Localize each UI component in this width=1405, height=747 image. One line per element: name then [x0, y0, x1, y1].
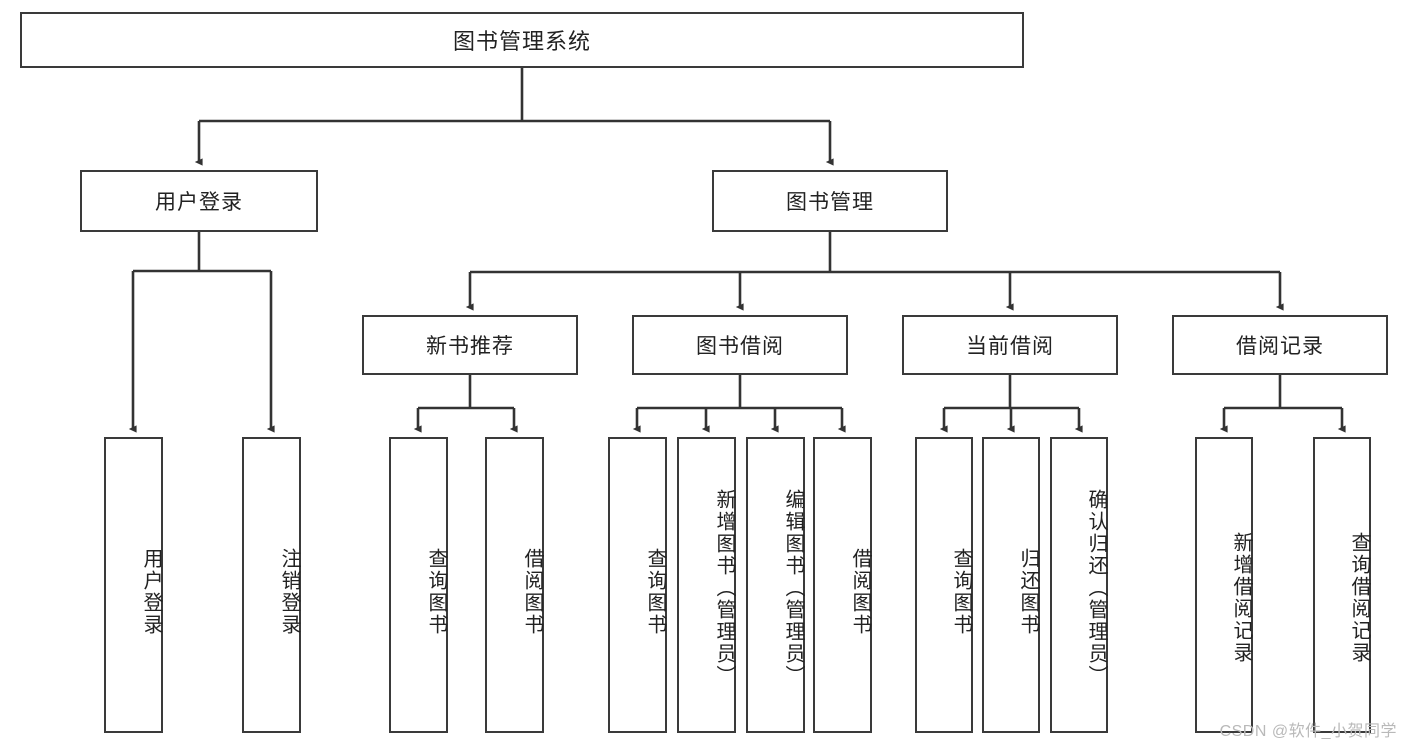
leaf-label: 借阅图书 — [521, 548, 543, 636]
leaf-current-borrow-2[interactable]: 确认归还（管理员） — [1050, 437, 1108, 733]
leaf-new-book-recommend-0[interactable]: 查询图书 — [389, 437, 448, 733]
leaf-new-book-recommend-1[interactable]: 借阅图书 — [485, 437, 544, 733]
leaf-current-borrow-1[interactable]: 归还图书 — [982, 437, 1040, 733]
node-new-book-recommend-label: 新书推荐 — [426, 335, 514, 358]
node-book-borrow[interactable]: 图书借阅 — [632, 315, 848, 375]
leaf-current-borrow-0[interactable]: 查询图书 — [915, 437, 973, 733]
watermark: CSDN @软件_小贺同学 — [1219, 723, 1397, 740]
node-root[interactable]: 图书管理系统 — [20, 12, 1024, 68]
leaf-label: 借阅图书 — [849, 548, 871, 636]
leaf-borrow-record-1[interactable]: 查询借阅记录 — [1313, 437, 1371, 733]
node-book-borrow-label: 图书借阅 — [696, 335, 784, 358]
leaf-label: 查询图书 — [950, 548, 972, 636]
leaf-label: 查询图书 — [425, 548, 447, 636]
leaf-book-borrow-3[interactable]: 借阅图书 — [813, 437, 872, 733]
leaf-borrow-record-0[interactable]: 新增借阅记录 — [1195, 437, 1253, 733]
leaf-book-borrow-0[interactable]: 查询图书 — [608, 437, 667, 733]
leaf-label: 归还图书 — [1017, 548, 1039, 636]
leaf-label: 用户登录 — [140, 548, 162, 636]
node-book-manage[interactable]: 图书管理 — [712, 170, 948, 232]
node-user-login[interactable]: 用户登录 — [80, 170, 318, 232]
leaf-label: 新增图书（管理员） — [713, 489, 735, 687]
node-root-label: 图书管理系统 — [452, 29, 591, 54]
leaf-user-login-0[interactable]: 用户登录 — [104, 437, 163, 733]
leaf-label: 查询图书 — [644, 548, 666, 636]
leaf-label: 注销登录 — [278, 548, 300, 636]
node-current-borrow-label: 当前借阅 — [966, 335, 1054, 358]
node-user-login-label: 用户登录 — [155, 191, 243, 214]
leaf-label: 确认归还（管理员） — [1085, 489, 1107, 687]
node-borrow-record[interactable]: 借阅记录 — [1172, 315, 1388, 375]
node-book-manage-label: 图书管理 — [786, 191, 874, 214]
leaf-user-login-1[interactable]: 注销登录 — [242, 437, 301, 733]
leaf-book-borrow-1[interactable]: 新增图书（管理员） — [677, 437, 736, 733]
leaf-label: 新增借阅记录 — [1230, 532, 1252, 664]
leaf-label: 编辑图书（管理员） — [782, 489, 804, 687]
leaf-book-borrow-2[interactable]: 编辑图书（管理员） — [746, 437, 805, 733]
node-new-book-recommend[interactable]: 新书推荐 — [362, 315, 578, 375]
node-current-borrow[interactable]: 当前借阅 — [902, 315, 1118, 375]
leaf-label: 查询借阅记录 — [1348, 532, 1370, 664]
node-borrow-record-label: 借阅记录 — [1236, 335, 1324, 358]
